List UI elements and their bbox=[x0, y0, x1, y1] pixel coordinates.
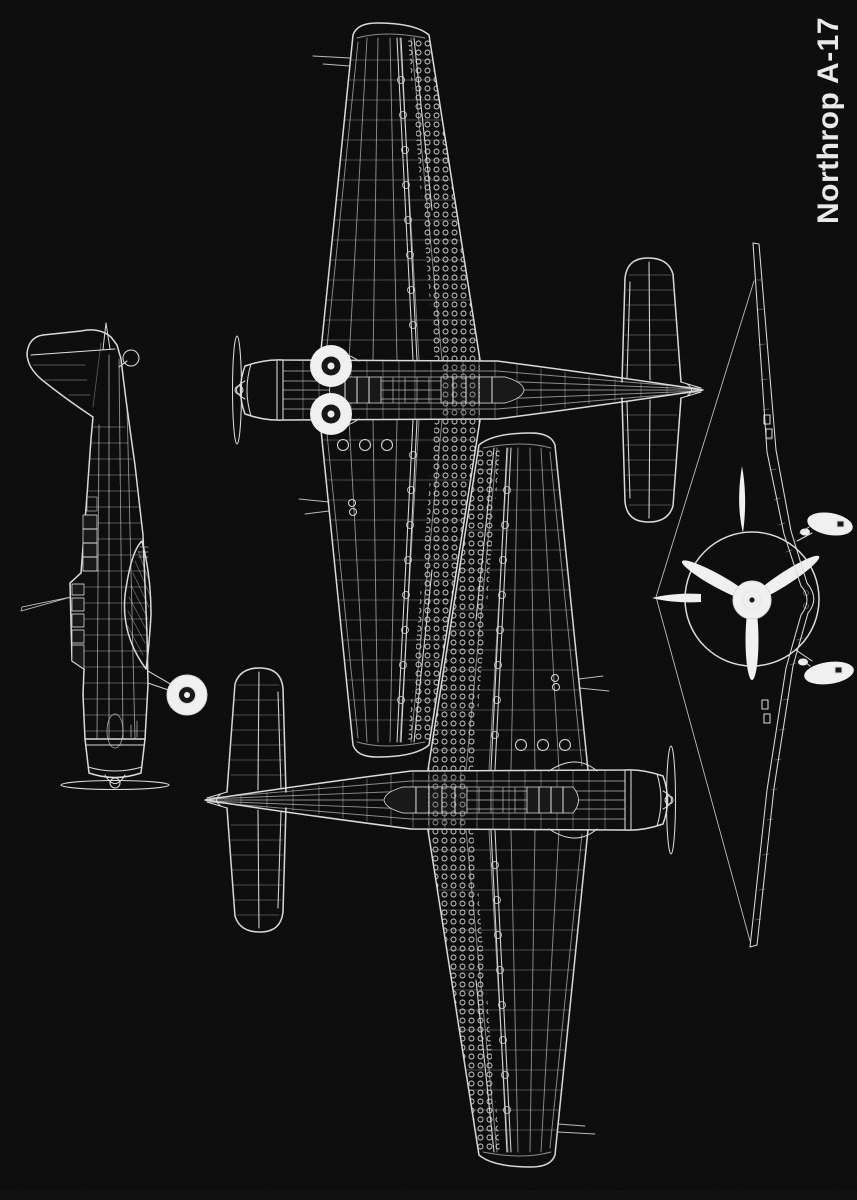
bottom-edge-strip bbox=[0, 1190, 857, 1200]
